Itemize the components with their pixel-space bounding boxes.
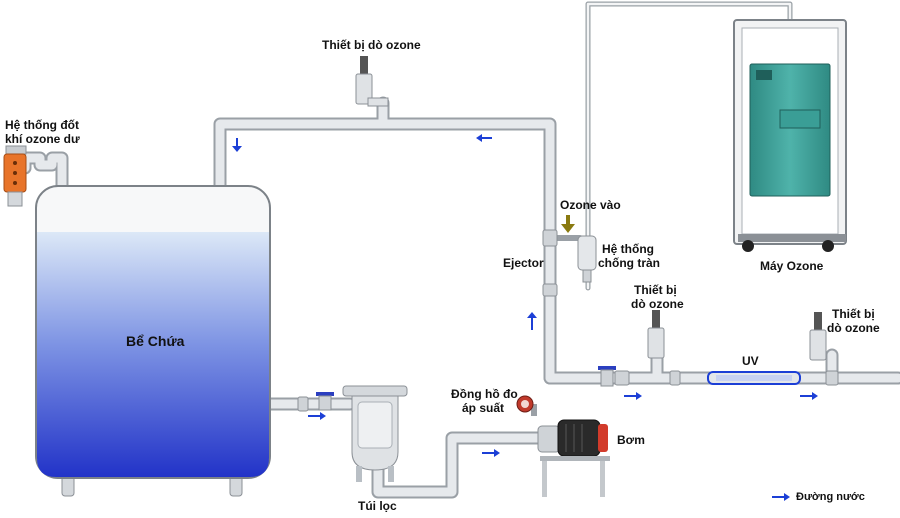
ozone-destruct-unit [3,145,27,207]
label-anti-overflow-line2: chống tràn [598,256,660,270]
label-anti-overflow-line1: Hệ thống [602,242,654,256]
label-pressure-gauge-line1: Đồng hồ đo [451,387,518,401]
ozone-detector-mid [647,310,665,359]
filter-housing [342,385,408,482]
filter-to-pump-pipe [371,431,547,499]
anti-overflow-device [577,235,597,283]
valve-handle [316,392,334,396]
pressure-gauge [516,395,537,416]
ozone-detector-right [809,312,827,361]
uv-lamp [707,371,801,385]
label-ozone-detector-top: Thiết bị dò ozone [322,38,421,52]
legend-arrow [772,493,790,501]
flow-arrow-left-down [232,138,242,152]
label-ozone-detector-mid-line1: Thiết bị [634,283,677,297]
label-ozone-detector-right-line1: Thiết bị [832,307,875,321]
valve-body [600,369,614,387]
label-destruct-system-line2: khí ozone dư [5,132,80,146]
label-uv: UV [742,354,759,368]
label-ejector: Ejector [503,256,544,270]
legend-water-flow: Đường nước [796,491,865,503]
label-filter-bag: Túi lọc [358,499,397,513]
label-ozone-detector-right-line2: dò ozone [827,321,880,335]
ozone-inlet-arrow [561,215,575,233]
valve-handle [598,366,616,370]
label-pressure-gauge-line2: áp suất [462,401,505,415]
label-ozone-detector-mid-line2: dò ozone [631,297,684,311]
valves [316,366,616,411]
label-pump: Bơm [617,433,645,447]
flow-arrows [232,134,818,501]
pipe-joints [297,229,839,412]
label-destruct-system-line1: Hệ thống đốt [5,118,79,132]
flow-arrow-top [476,134,492,142]
label-ozone-machine: Máy Ozone [760,259,824,273]
ozone-detector-top [355,56,389,107]
flow-arrow-tank-out [308,412,326,420]
label-ozone-in: Ozone vào [560,198,621,212]
valve-body [318,395,332,411]
flow-arrow-discharge-2 [800,392,818,400]
pump [537,419,610,497]
flow-arrow-discharge-1 [624,392,642,400]
flow-arrow-pump-in [482,449,500,457]
flow-arrow-up [527,312,537,330]
label-tank: Bể Chứa [126,333,185,349]
tank-water [37,232,269,477]
ozone-machine [733,19,847,252]
storage-tank [35,185,271,497]
